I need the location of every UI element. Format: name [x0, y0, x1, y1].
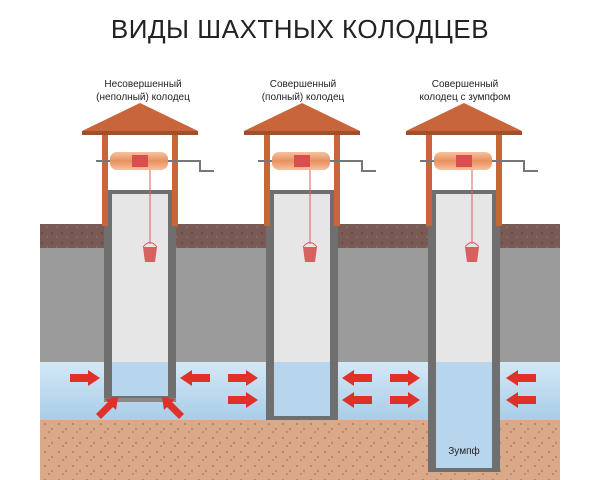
well-2-crank-handle: [346, 160, 376, 172]
arrow-w1-bottom-left: [96, 397, 118, 419]
well-1-label: Несовершенный (неполный) колодец: [68, 78, 218, 104]
well-2-label-line1: Совершенный: [269, 79, 337, 90]
arrow-w1-left: [70, 370, 100, 386]
well-1-label-line2: (неполный) колодец: [96, 92, 190, 103]
well-2-label: Совершенный (полный) колодец: [228, 78, 378, 104]
arrow-w3-right-top: [506, 370, 536, 386]
page-title: ВИДЫ ШАХТНЫХ КОЛОДЦЕВ: [110, 14, 490, 44]
inflow-arrows: [70, 370, 536, 419]
arrow-w3-left-top: [390, 370, 420, 386]
well-1-bucket: [143, 247, 157, 262]
well-3-roof: [406, 103, 522, 131]
well-3-water: [436, 362, 492, 468]
well-3-label-line2: колодец с зумпфом: [419, 92, 511, 103]
well-3-post-left: [426, 130, 432, 226]
well-3-crank-handle: [508, 160, 538, 172]
arrow-w1-bottom-right: [162, 397, 184, 419]
well-1-label-line1: Несовершенный: [104, 79, 182, 90]
well-2-bucket: [303, 247, 317, 262]
well-2-label-line2: (полный) колодец: [261, 92, 345, 103]
well-1-post-right: [172, 130, 178, 226]
well-1-water: [112, 362, 168, 396]
well-3-label: Совершенный колодец с зумпфом: [390, 78, 540, 104]
arrow-w3-right-bottom: [506, 392, 536, 408]
well-3: Зумпф: [406, 103, 538, 472]
arrow-w2-left-bottom: [228, 392, 258, 408]
well-1-roof: [82, 103, 198, 131]
arrow-w3-left-bottom: [390, 392, 420, 408]
arrow-w2-right-bottom: [342, 392, 372, 408]
well-2: [244, 103, 376, 420]
well-3-post-right: [496, 130, 502, 226]
well-1-post-left: [102, 130, 108, 226]
arrow-w2-right-top: [342, 370, 372, 386]
well-2-water: [274, 362, 330, 416]
well-3-bucket: [465, 247, 479, 262]
well-2-post-left: [264, 130, 270, 226]
well-1: [82, 103, 214, 402]
sump-label: Зумпф: [448, 445, 479, 457]
arrow-w1-right: [180, 370, 210, 386]
well-1-crank-handle: [184, 160, 214, 172]
well-3-label-line1: Совершенный: [431, 79, 499, 90]
arrow-w2-left-top: [228, 370, 258, 386]
well-2-post-right: [334, 130, 340, 226]
well-2-roof: [244, 103, 360, 131]
